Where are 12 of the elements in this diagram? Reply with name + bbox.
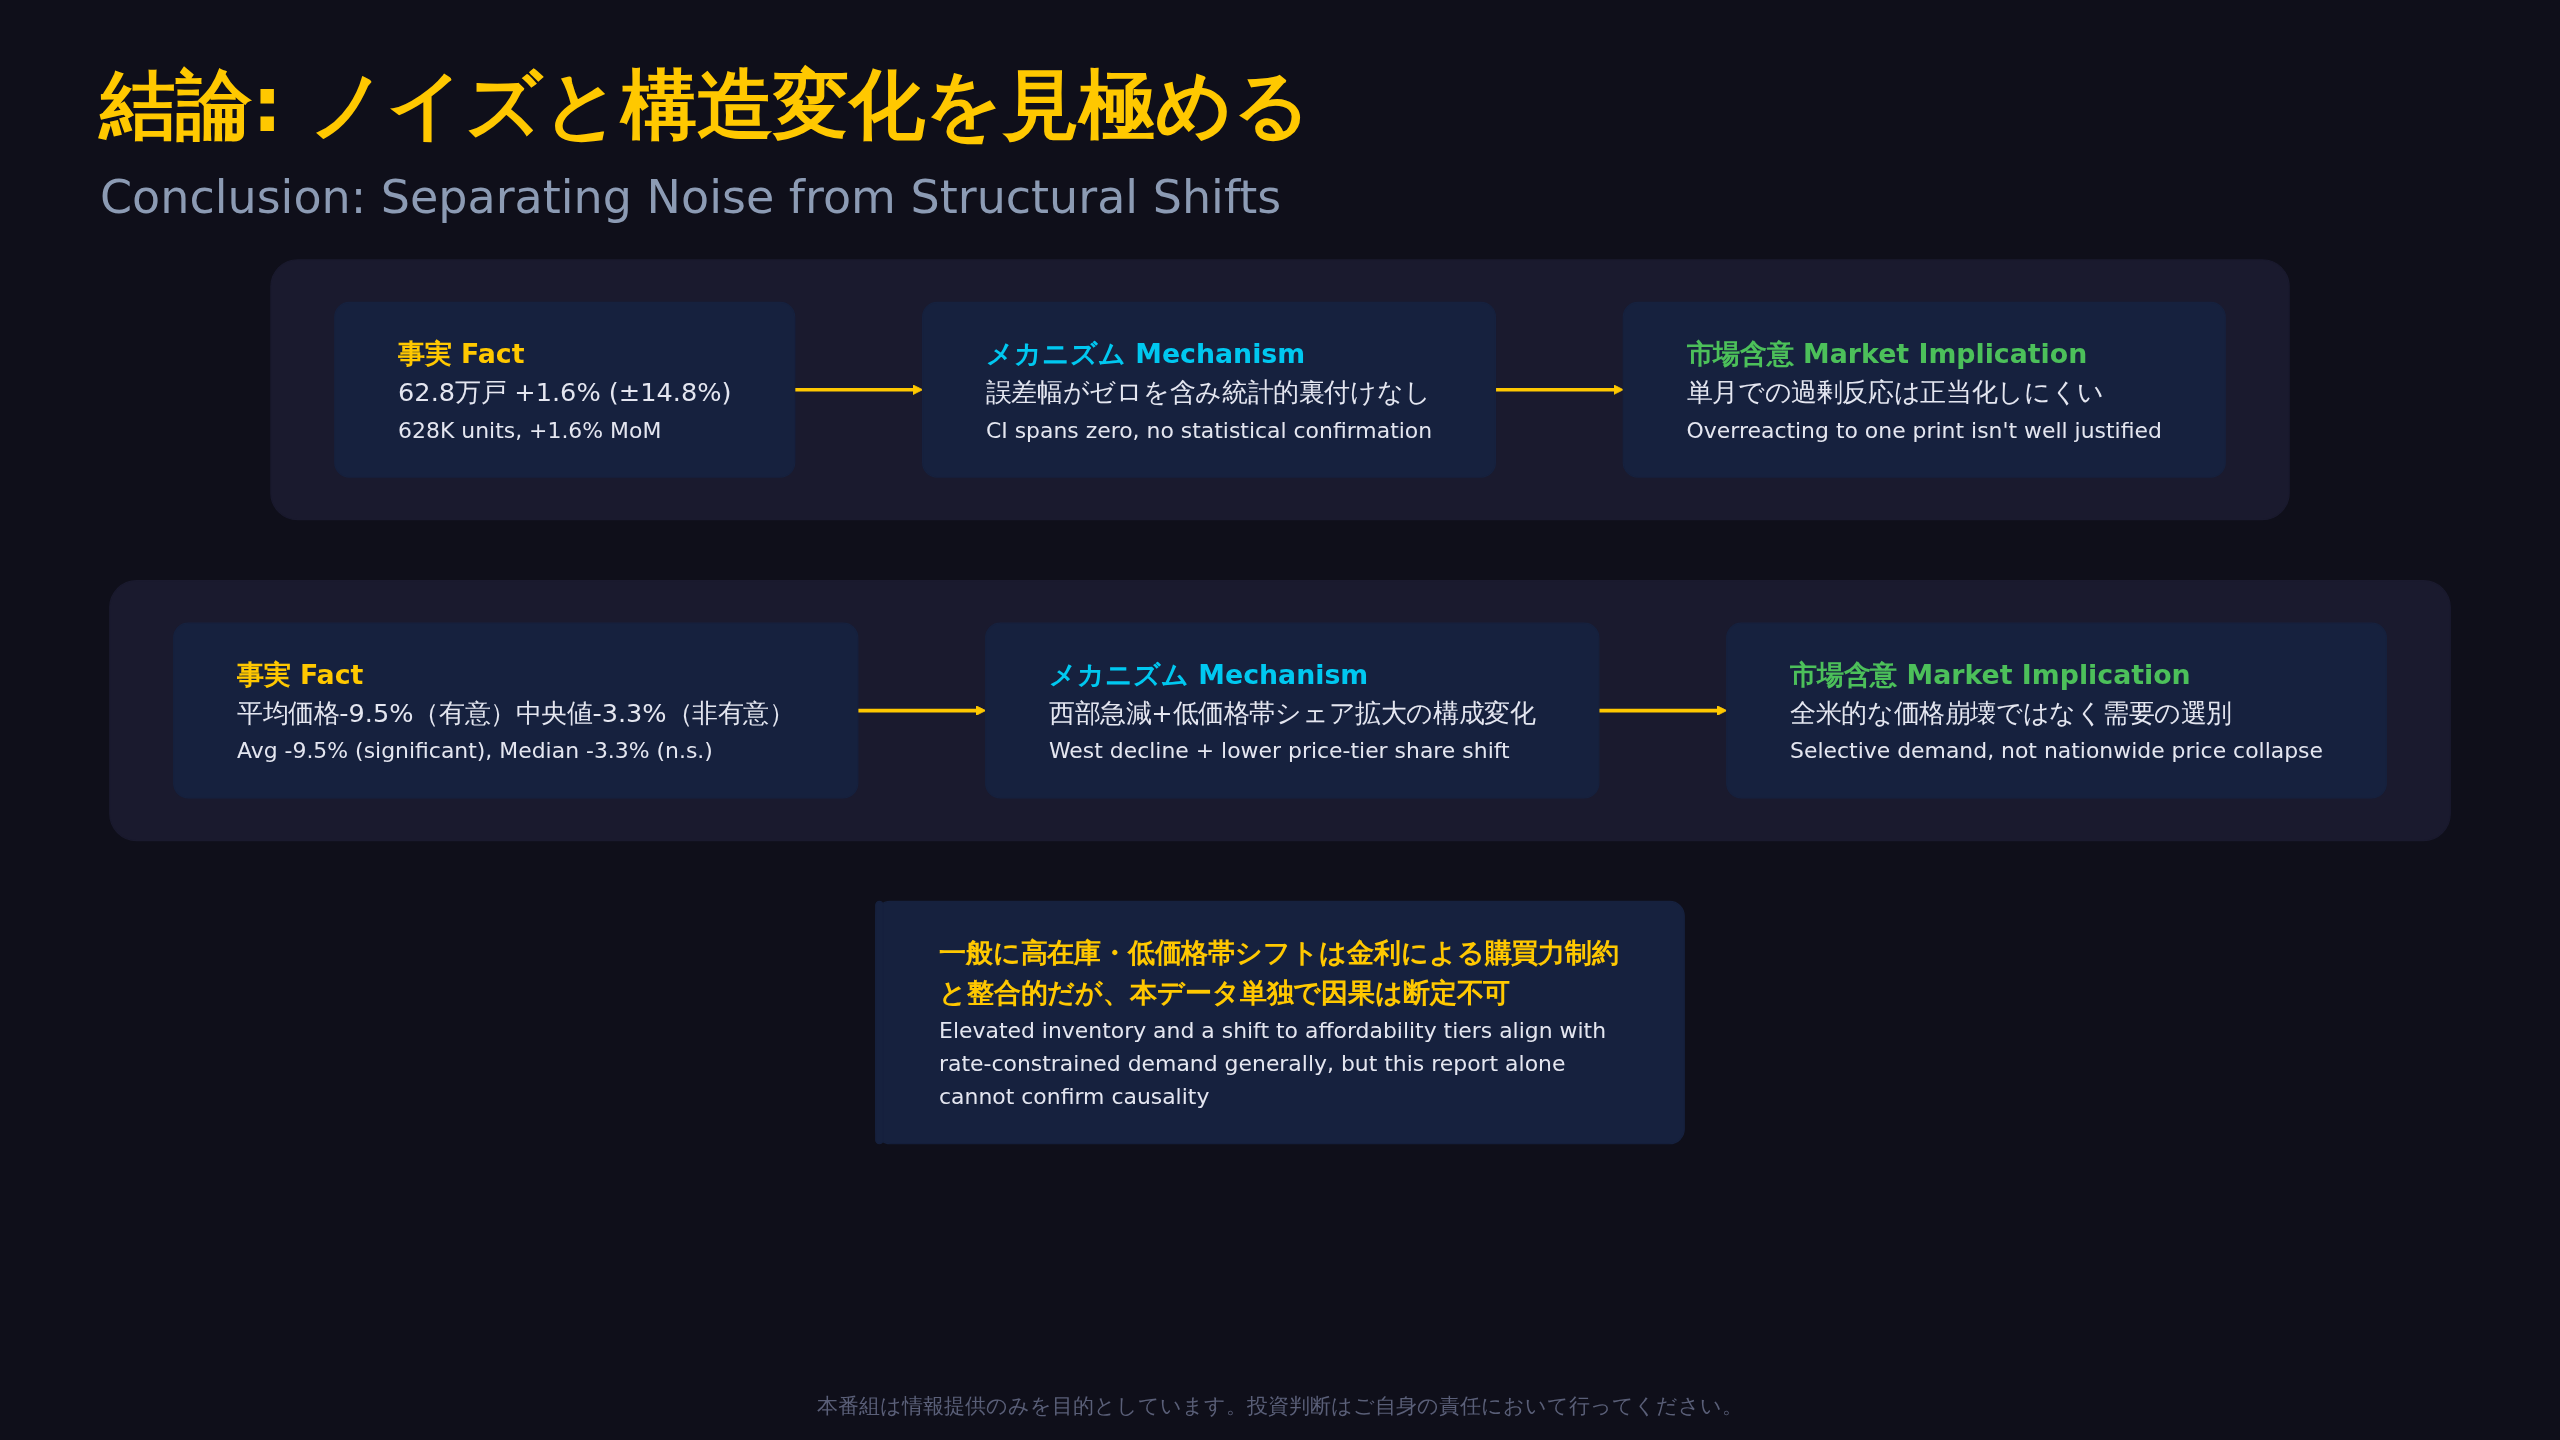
node-box: メカニズム Mechanism 誤差幅がゼロを含み統計的裏付けなし CI spans zero, no statistical confirmation	[922, 301, 1497, 478]
arrow	[1495, 384, 1624, 396]
cluster	[270, 259, 2290, 521]
cluster	[109, 579, 2451, 842]
node-box: 市場含意 Market Implication 単月での過剰反応は正当化しにくい Overreacting to one print isn't well justified	[1622, 301, 2226, 478]
node-box: 事実 Fact 62.8万戸 +1.6% (±14.8%) 628K units, +1.6% MoM	[334, 301, 796, 478]
node-box: 事実 Fact 平均価格-9.5%（有意）中央値-3.3%（非有意） Avg -9.5% (significant), Median -3.3% (n.s.)	[173, 622, 859, 799]
title: 結論: ノイズと構造変化を見極める	[100, 59, 1311, 151]
subtitle: Conclusion: Separating Noise from Structural Shifts	[100, 170, 1282, 224]
node-box: 市場含意 Market Implication 全米的な価格崩壊ではなく需要の選別 Selective demand, not nationwide price collapse	[1726, 622, 2387, 799]
node-box: メカニズム Mechanism 西部急減+低価格帯シェア拡大の構成変化 West decline + lower price-tier share shift	[985, 622, 1600, 799]
disclaimer-note: 本番組は情報提供のみを目的としています。投資判断はご自身の責任において行ってください。	[817, 1394, 1743, 1418]
